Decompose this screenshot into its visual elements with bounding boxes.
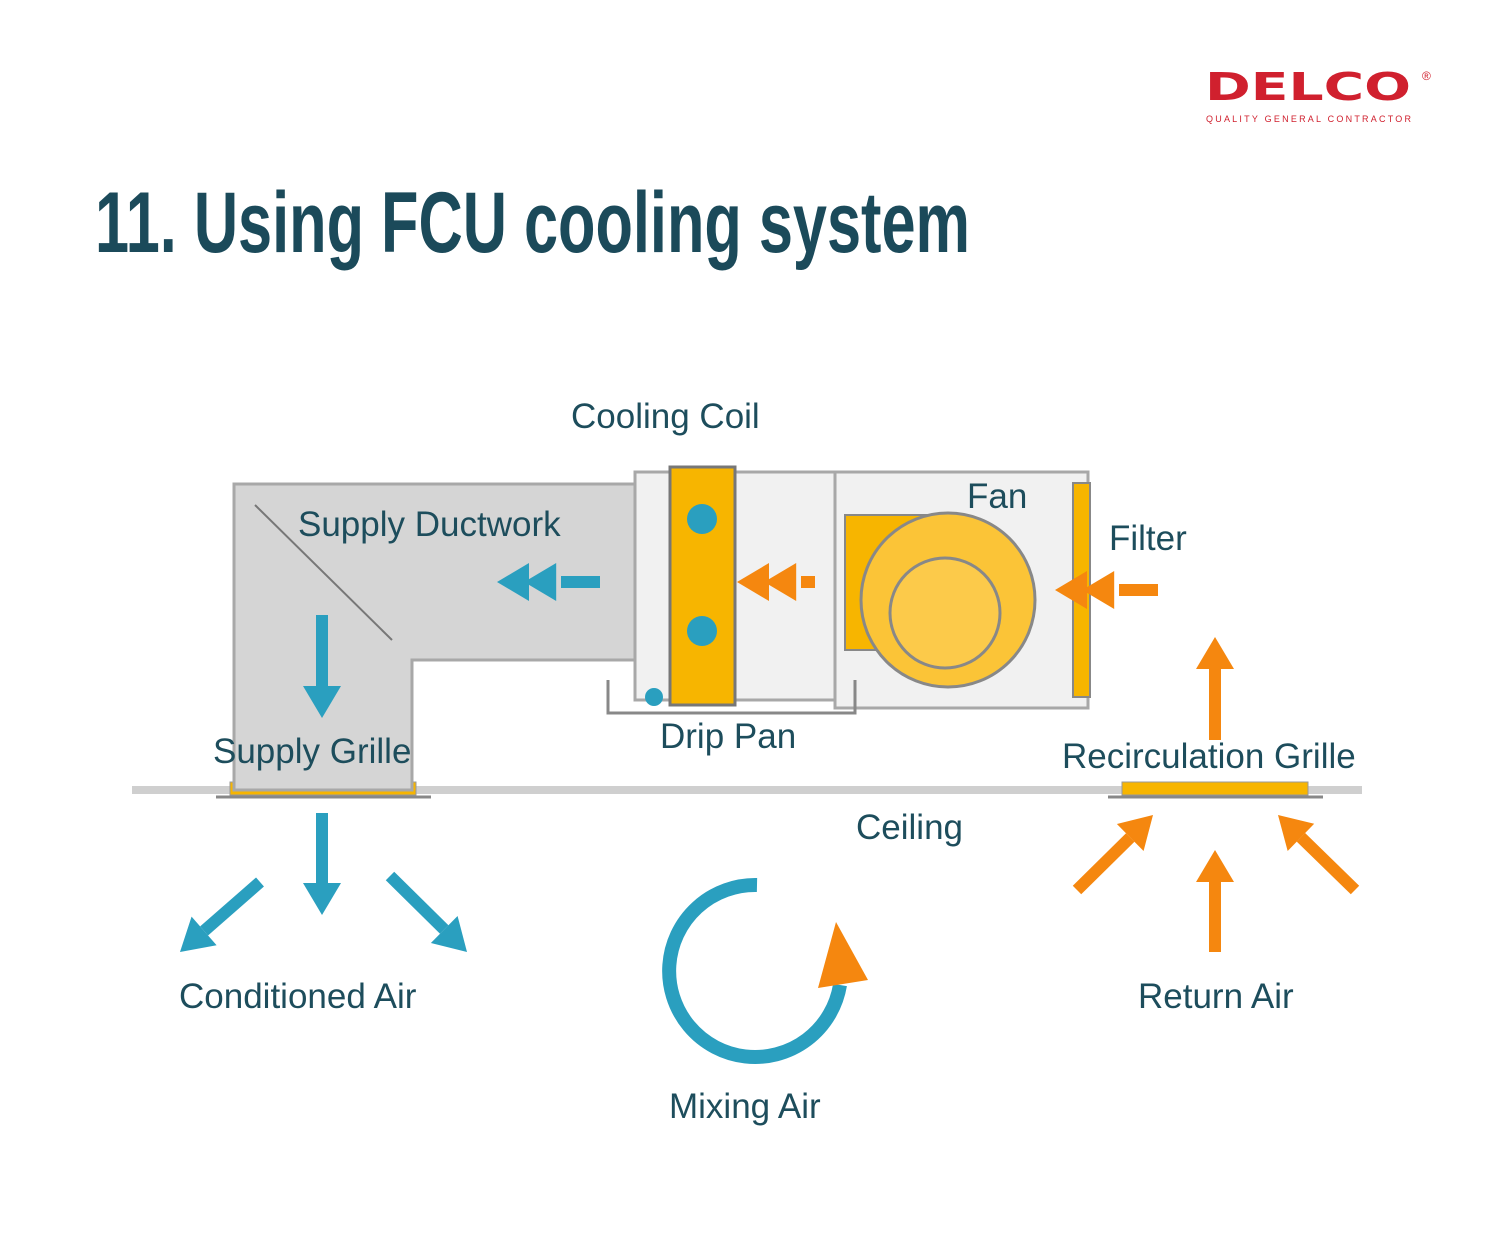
arrow-shaft: [1119, 584, 1158, 596]
drip-icon: [645, 688, 663, 706]
arrow-shaft: [316, 813, 328, 883]
airflow-arrows: [180, 563, 1360, 952]
return-air-arrow: [1072, 815, 1153, 895]
duct-down-arrow: [303, 615, 341, 718]
label-supply-grille: Supply Grille: [213, 732, 411, 771]
recirculation-grille: [1121, 781, 1309, 796]
label-supply-ductwork: Supply Ductwork: [298, 505, 561, 544]
coil-inflow-arrow: [737, 563, 815, 601]
label-fan: Fan: [967, 477, 1027, 516]
coil-pipe-icon: [687, 504, 717, 534]
delco-logo: DELCO ® QUALITY GENERAL CONTRACTOR: [1205, 65, 1431, 124]
arrow-head: [303, 686, 341, 718]
return-air-arrow: [1196, 850, 1234, 952]
arrow-head: [1082, 571, 1115, 609]
conditioned-air-arrow: [303, 813, 341, 915]
arrow-head: [1278, 815, 1315, 851]
arrow-shaft: [1209, 669, 1221, 740]
arrow-head: [764, 563, 797, 601]
arrow-shaft: [200, 877, 264, 936]
conditioned-air-arrow: [180, 877, 264, 952]
duct-damper: [254, 504, 393, 641]
arrow-head: [524, 563, 557, 601]
drip-pan: [606, 680, 857, 715]
label-filter: Filter: [1109, 519, 1187, 558]
arrow-shaft: [1209, 882, 1221, 952]
logo-brand: DELCO: [1205, 65, 1411, 109]
arrow-shaft: [1296, 833, 1360, 895]
arrow-shaft: [1072, 833, 1135, 895]
arrow-shaft: [385, 871, 449, 934]
arrow-head: [737, 563, 769, 601]
return-air-arrow: [1278, 815, 1360, 895]
conditioned-air-arrow: [385, 871, 467, 952]
recirculation-up-arrow: [1196, 637, 1234, 740]
mixing-air-arrowhead: [818, 922, 868, 988]
label-return-air: Return Air: [1138, 977, 1294, 1016]
label-mixing-air: Mixing Air: [669, 1087, 821, 1126]
coil-pipe-icon: [687, 616, 717, 646]
arrow-head: [1055, 571, 1087, 609]
arrow-head: [180, 916, 217, 952]
arrow-head: [1196, 637, 1234, 669]
label-cooling-coil: Cooling Coil: [571, 397, 760, 436]
arrow-head: [1196, 850, 1234, 882]
cooling-coil: [668, 465, 737, 707]
mixing-air-arc: [662, 877, 847, 1064]
logo-registered: ®: [1422, 69, 1431, 83]
logo-tagline: QUALITY GENERAL CONTRACTOR: [1206, 114, 1412, 124]
arrow-head: [303, 883, 341, 915]
label-conditioned-air: Conditioned Air: [179, 977, 417, 1016]
arrow-head: [497, 563, 529, 601]
arrow-shaft: [801, 576, 815, 588]
arrow-head: [1116, 815, 1153, 852]
label-ceiling: Ceiling: [856, 808, 963, 847]
supply-flow-arrow: [497, 563, 600, 601]
page-title: 11. Using FCU cooling system: [95, 175, 970, 271]
label-drip-pan: Drip Pan: [660, 717, 796, 756]
arrow-head: [430, 915, 467, 952]
fan-impeller: [888, 556, 1002, 670]
label-recirculation-grille: Recirculation Grille: [1062, 737, 1356, 776]
arrow-shaft: [316, 615, 328, 686]
arrow-shaft: [561, 576, 600, 588]
filter-inflow-arrow: [1055, 571, 1158, 609]
